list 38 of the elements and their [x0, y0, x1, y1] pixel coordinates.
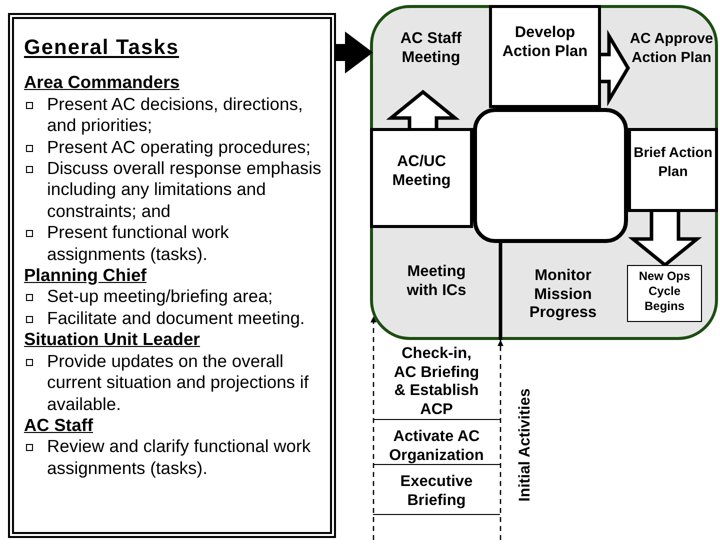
task-item: Present AC operating procedures;	[24, 136, 322, 158]
dashed-arrow	[498, 340, 504, 540]
center-square	[473, 108, 628, 243]
hollow-arrow	[599, 30, 630, 106]
role-heading: Planning Chief	[24, 265, 146, 286]
step-label: Monitor Mission Progress	[528, 267, 598, 322]
cycle-step-box	[370, 128, 473, 228]
task-item: Set-up meeting/briefing area;	[24, 286, 322, 308]
task-panel	[8, 13, 336, 538]
hollow-arrow	[386, 90, 460, 130]
step-label: Executive Briefing	[399, 473, 474, 510]
task-item: Present AC decisions, directions, and priorities;	[24, 94, 322, 137]
dashed-arrow	[370, 316, 376, 540]
vertical-label: Initial Activities	[516, 388, 534, 502]
task-item: Discuss overall response emphasis including any limitations and constraints; and	[24, 158, 322, 222]
task-item: Provide updates on the overall current situation and projections if available.	[24, 350, 322, 415]
step-label: AC/UC Meeting	[391, 153, 452, 190]
cycle-frame	[370, 5, 718, 340]
role-heading: Situation Unit Leader	[24, 329, 200, 351]
cycle-step-box	[489, 5, 601, 108]
hollow-arrow	[628, 210, 702, 268]
task-item: Facilitate and document meeting.	[24, 308, 322, 330]
step-label: Check-in, AC Briefing & Establish ACP	[392, 345, 480, 419]
block-arrow	[336, 32, 373, 74]
step-label: Develop Action Plan	[501, 24, 589, 61]
step-label: Brief Action Plan	[632, 143, 714, 180]
role-heading: Area Commanders	[24, 72, 180, 94]
task-item: Present functional work assignments (tasks).	[24, 222, 322, 266]
step-label: AC Approve Action Plan	[628, 30, 714, 67]
task-item: Review and clarify functional work assignments (tasks).	[24, 436, 322, 480]
step-label: AC Staff Meeting	[399, 30, 463, 67]
step-label: New Ops Cycle Begins	[638, 269, 692, 314]
role-heading: AC Staff	[24, 414, 94, 436]
panel-heading: General Tasks	[24, 37, 180, 58]
step-label: Activate AC Organization	[388, 428, 485, 465]
cycle-start-box	[627, 265, 702, 322]
cycle-step-box	[628, 128, 718, 212]
step-label: Meeting with ICs	[406, 263, 468, 300]
